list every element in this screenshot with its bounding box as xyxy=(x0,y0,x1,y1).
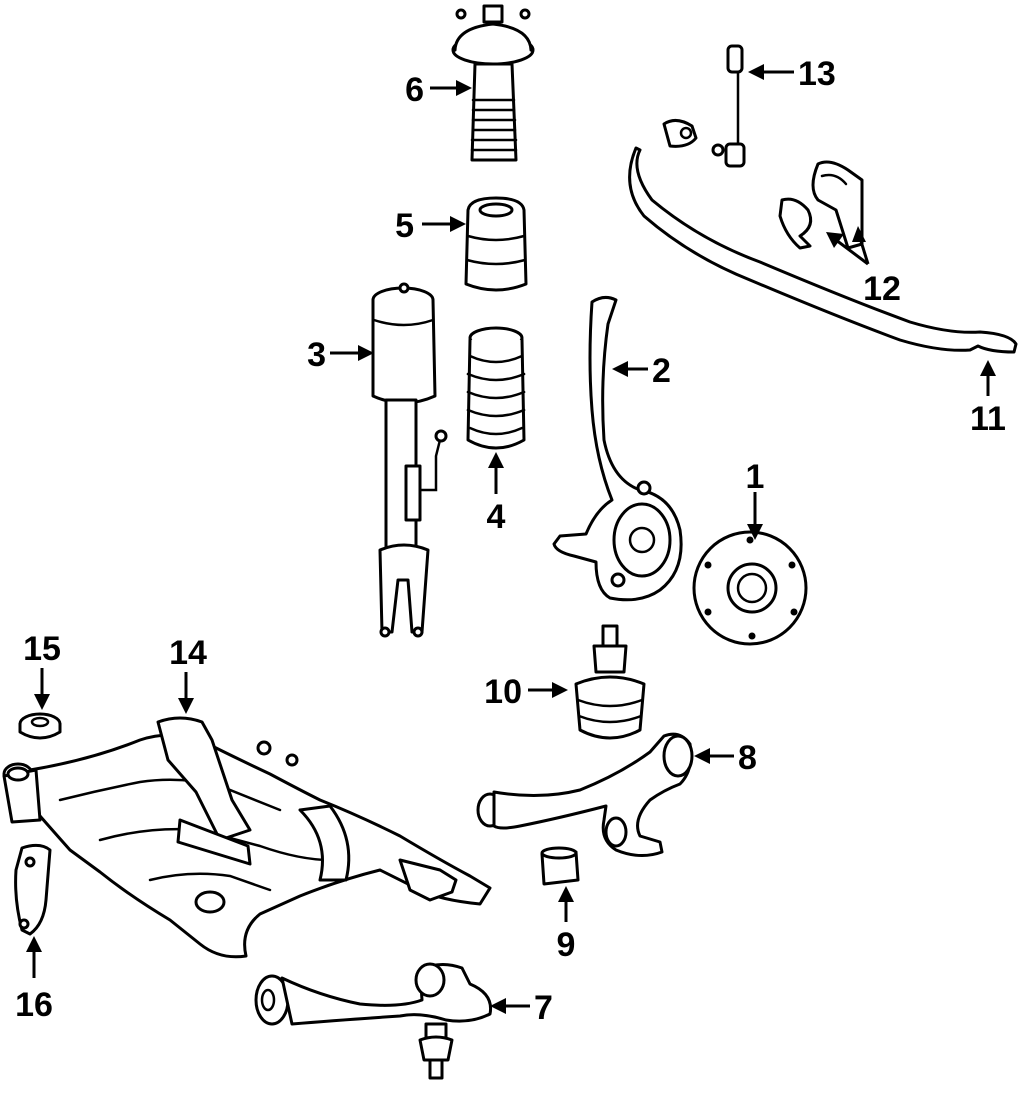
callout-2: 2 xyxy=(612,352,671,390)
callout-3: 3 xyxy=(307,336,374,374)
callout-14: 14 xyxy=(169,634,207,714)
callout-15: 15 xyxy=(23,630,61,710)
callout-6: 6 xyxy=(405,71,472,109)
part-front-subframe xyxy=(2,716,492,959)
part-lower-control-arm xyxy=(476,732,694,857)
callout-7: 7 xyxy=(490,989,553,1027)
callout-label-5: 5 xyxy=(395,207,414,245)
callout-label-4: 4 xyxy=(487,498,506,536)
part-washer xyxy=(18,712,62,740)
callout-16: 16 xyxy=(15,936,53,1024)
part-upper-control-arm xyxy=(254,962,493,1080)
callout-label-16: 16 xyxy=(15,986,53,1024)
callout-label-3: 3 xyxy=(307,336,326,374)
callout-12: 12 xyxy=(826,226,901,308)
callout-8: 8 xyxy=(694,739,757,777)
part-stabilizer-bracket xyxy=(778,160,864,250)
part-air-strut xyxy=(371,282,448,638)
callout-label-2: 2 xyxy=(652,352,671,390)
part-stabilizer-link xyxy=(711,44,746,168)
callout-label-6: 6 xyxy=(405,71,424,109)
callout-label-11: 11 xyxy=(970,400,1006,438)
callout-label-1: 1 xyxy=(746,458,765,496)
callout-9: 9 xyxy=(557,886,576,964)
callout-label-10: 10 xyxy=(484,673,522,711)
callout-10: 10 xyxy=(484,673,568,711)
part-strut-mount-boot xyxy=(451,4,535,162)
callout-5: 5 xyxy=(395,207,466,245)
part-coil-spring xyxy=(466,326,526,450)
callout-label-9: 9 xyxy=(557,926,576,964)
callout-label-12: 12 xyxy=(863,270,901,308)
part-steering-knuckle xyxy=(552,295,683,602)
callout-11: 11 xyxy=(970,360,1006,438)
part-bushing xyxy=(540,846,580,886)
callout-label-8: 8 xyxy=(738,739,757,777)
part-wheel-hub xyxy=(692,530,808,646)
callout-13: 13 xyxy=(748,55,836,93)
part-stabilizer-bar xyxy=(628,119,1018,354)
callout-label-13: 13 xyxy=(798,55,836,93)
callout-label-14: 14 xyxy=(169,634,207,672)
part-mount-bracket xyxy=(14,843,52,936)
callout-4: 4 xyxy=(487,452,506,536)
part-ball-joint xyxy=(574,624,646,740)
part-bump-stop xyxy=(464,196,528,292)
callout-label-7: 7 xyxy=(534,989,553,1027)
callout-label-15: 15 xyxy=(23,630,61,668)
callout-1: 1 xyxy=(746,458,765,540)
